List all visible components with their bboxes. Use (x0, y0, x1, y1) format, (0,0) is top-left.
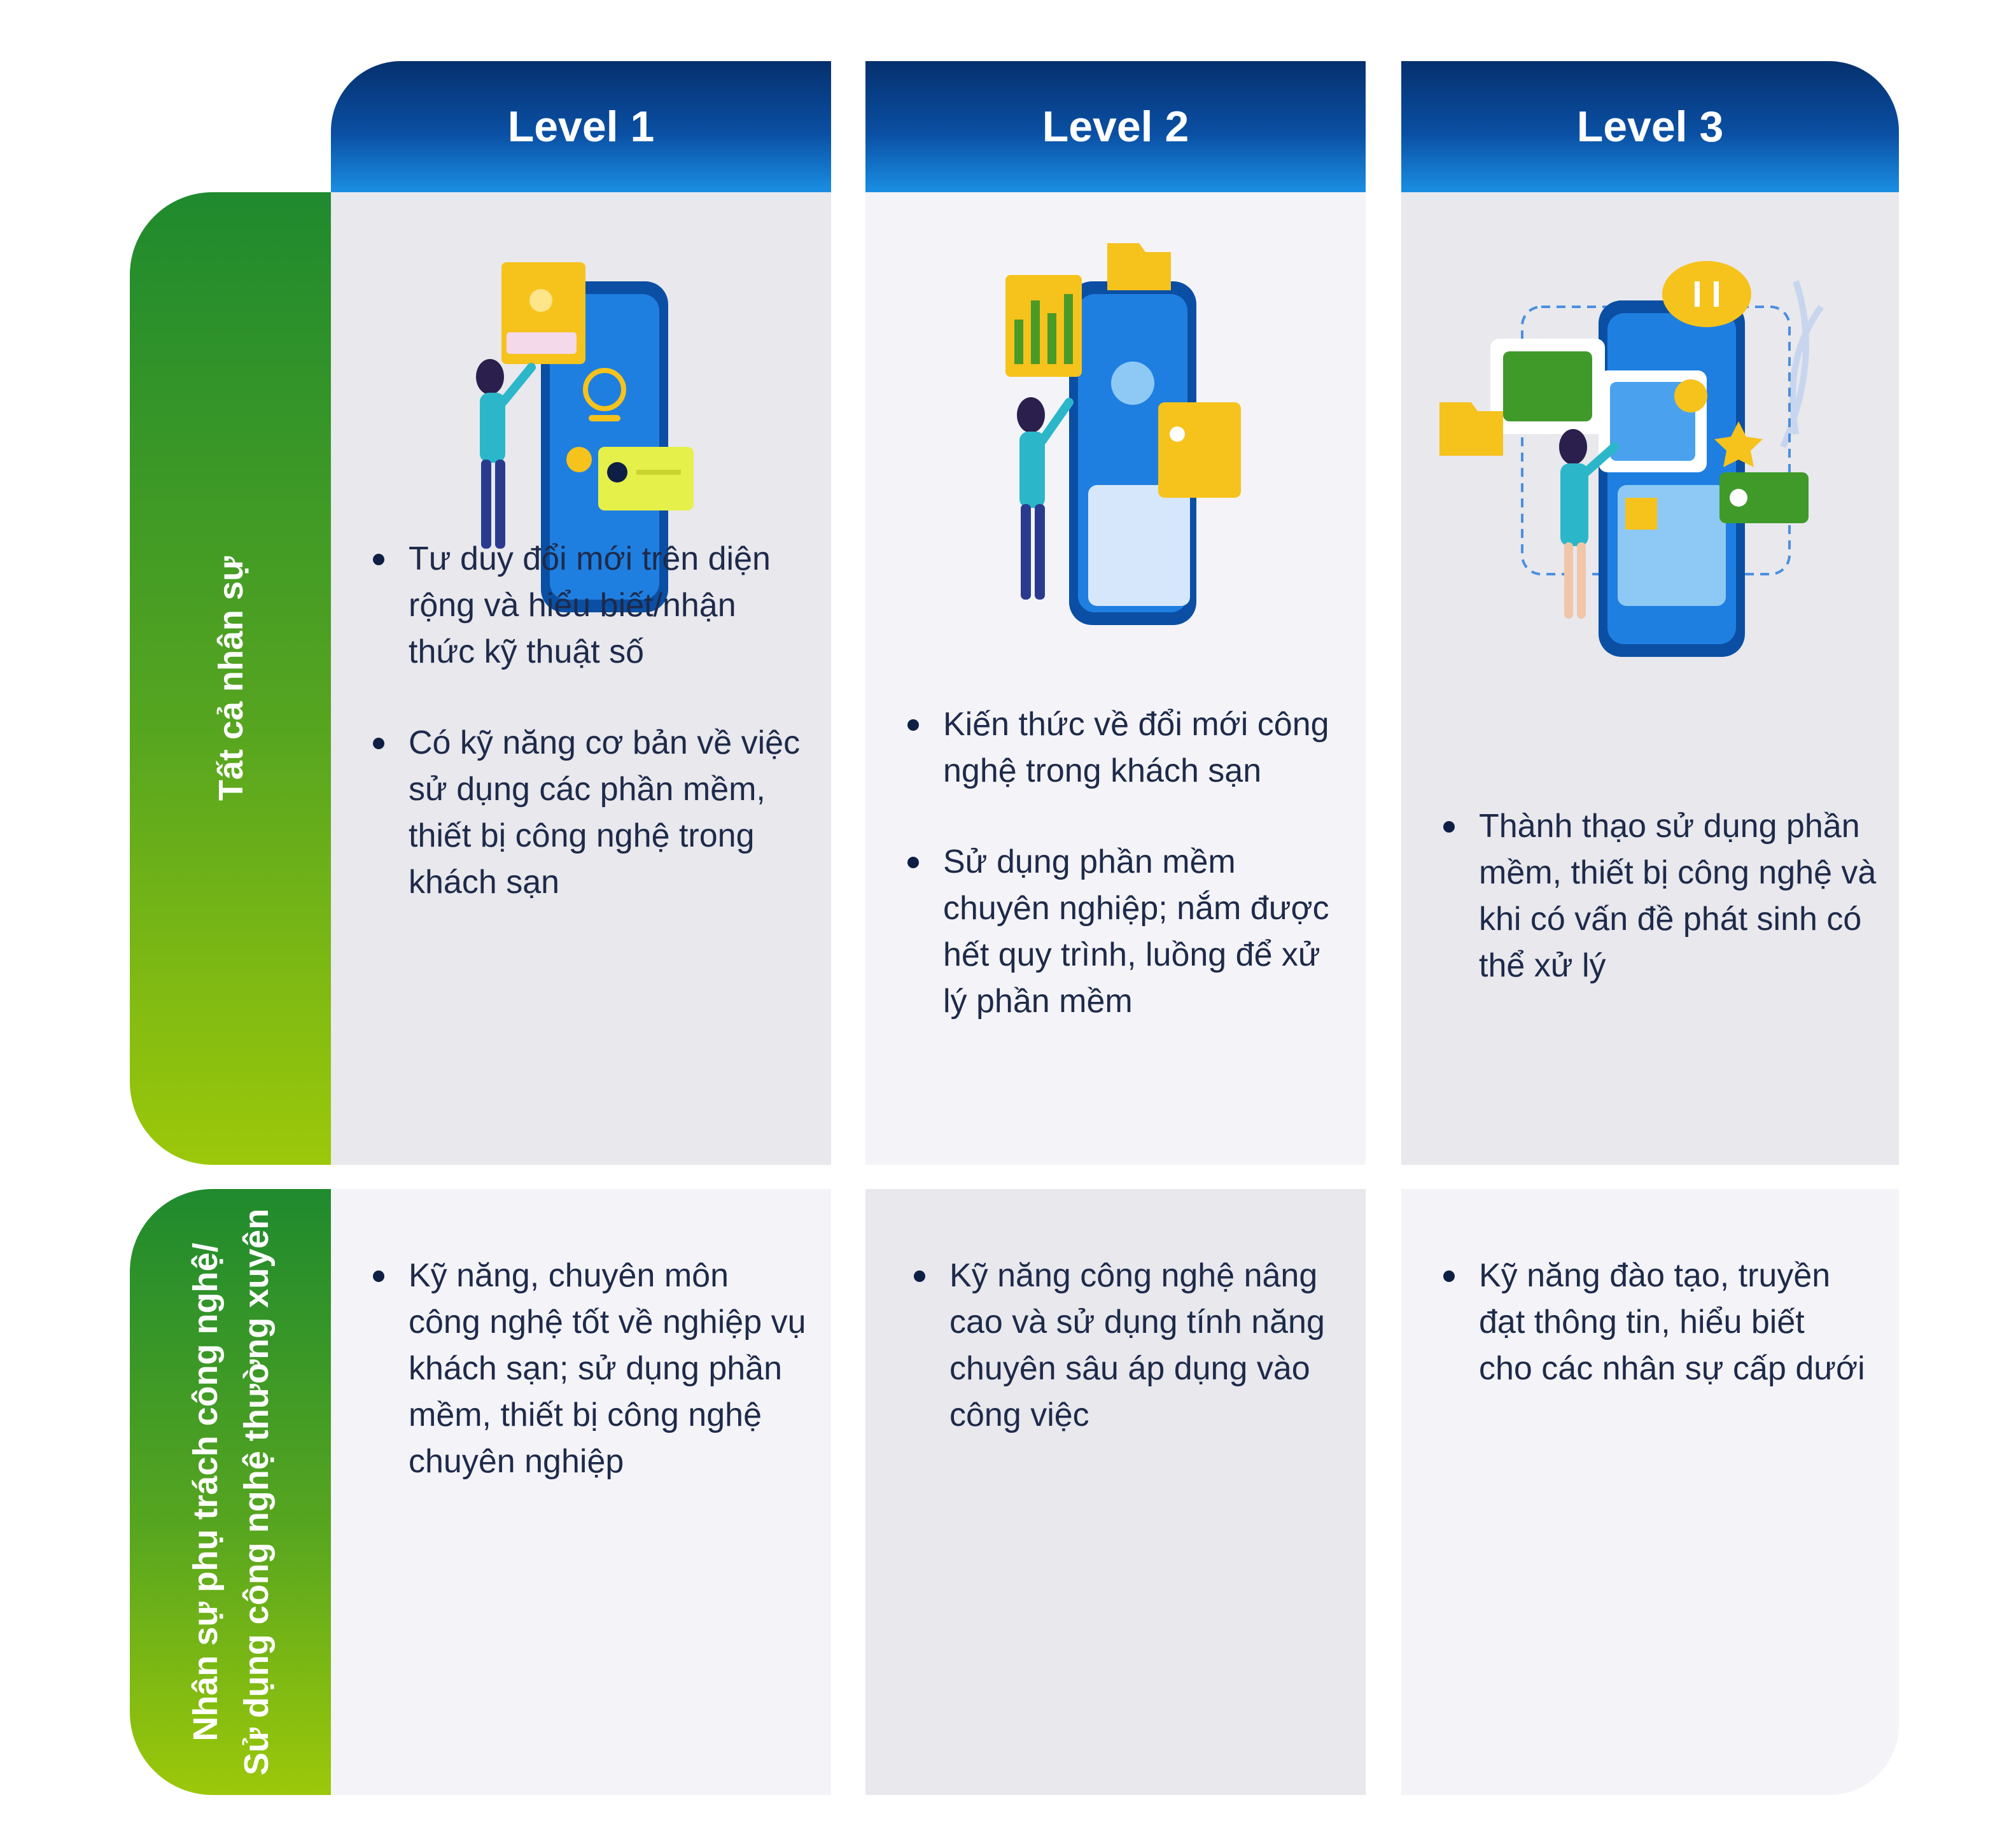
level-2-header: Level 2 (865, 61, 1366, 192)
cell-all-staff-level-2: Kiến thức về đổi mới công nghệ trong khá… (865, 192, 1366, 1165)
level-1-header: Level 1 (331, 61, 831, 192)
row-label-all-staff: Tất cả nhân sự (130, 192, 332, 1165)
phone-cloud-woman-icon (1439, 261, 1824, 657)
cell-tech-staff-level-3: Kỹ năng đào tạo, truyền đạt thông tin, h… (1401, 1189, 1899, 1795)
all-staff-level-3-list: Thành thạo sử dụng phần mềm, thiết bị cô… (1439, 803, 1879, 989)
row-label-all-staff-text: Tất cả nhân sự (212, 556, 250, 801)
tech-staff-level-1-list: Kỹ năng, chuyên môn công nghệ tốt về ngh… (369, 1253, 808, 1485)
phone-woman-icon (476, 262, 694, 612)
cell-tech-staff-level-2: Kỹ năng công nghệ nâng cao và sử dụng tí… (865, 1189, 1366, 1795)
list-item: Kỹ năng đào tạo, truyền đạt thông tin, h… (1439, 1253, 1866, 1392)
list-item: Kỹ năng, chuyên môn công nghệ tốt về ngh… (369, 1253, 808, 1485)
level-3-header: Level 3 (1401, 61, 1899, 192)
list-item: Thành thạo sử dụng phần mềm, thiết bị cô… (1439, 803, 1879, 989)
list-item: Có kỹ năng cơ bản về việc sử dụng các ph… (369, 720, 802, 906)
row-label-tech-staff: Nhân sự phụ trách công nghệ/ Sử dụng côn… (130, 1189, 332, 1795)
all-staff-level-1-list: Tư duy đổi mới trên diện rộng và hiểu bi… (369, 536, 802, 906)
list-item: Kiến thức về đổi mới công nghệ trong khá… (904, 701, 1343, 794)
level-3-title: Level 3 (1576, 102, 1724, 151)
tech-staff-level-2-list: Kỹ năng công nghệ nâng cao và sử dụng tí… (910, 1253, 1349, 1439)
level-2-title: Level 2 (1042, 102, 1189, 151)
row-label-tech-staff-line1: Nhân sự phụ trách công nghệ/ (186, 1242, 225, 1742)
all-staff-level-2-list: Kiến thức về đổi mới công nghệ trong khá… (904, 701, 1343, 1025)
cell-all-staff-level-1: Tư duy đổi mới trên diện rộng và hiểu bi… (331, 192, 831, 1165)
level-1-title: Level 1 (507, 102, 655, 151)
list-item: Kỹ năng công nghệ nâng cao và sử dụng tí… (910, 1253, 1349, 1439)
row-label-tech-staff-text: Nhân sự phụ trách công nghệ/ Sử dụng côn… (180, 1209, 282, 1776)
cell-tech-staff-level-1: Kỹ năng, chuyên môn công nghệ tốt về ngh… (331, 1189, 831, 1795)
list-item: Tư duy đổi mới trên diện rộng và hiểu bi… (369, 536, 802, 675)
list-item: Sử dụng phần mềm chuyên nghiệp; nắm được… (904, 839, 1343, 1025)
phone-charts-woman-icon (1005, 243, 1241, 625)
tech-staff-level-3-list: Kỹ năng đào tạo, truyền đạt thông tin, h… (1439, 1253, 1866, 1392)
cell-all-staff-level-3: Thành thạo sử dụng phần mềm, thiết bị cô… (1401, 192, 1899, 1165)
row-label-tech-staff-line2: Sử dụng công nghệ thường xuyên (237, 1208, 276, 1776)
